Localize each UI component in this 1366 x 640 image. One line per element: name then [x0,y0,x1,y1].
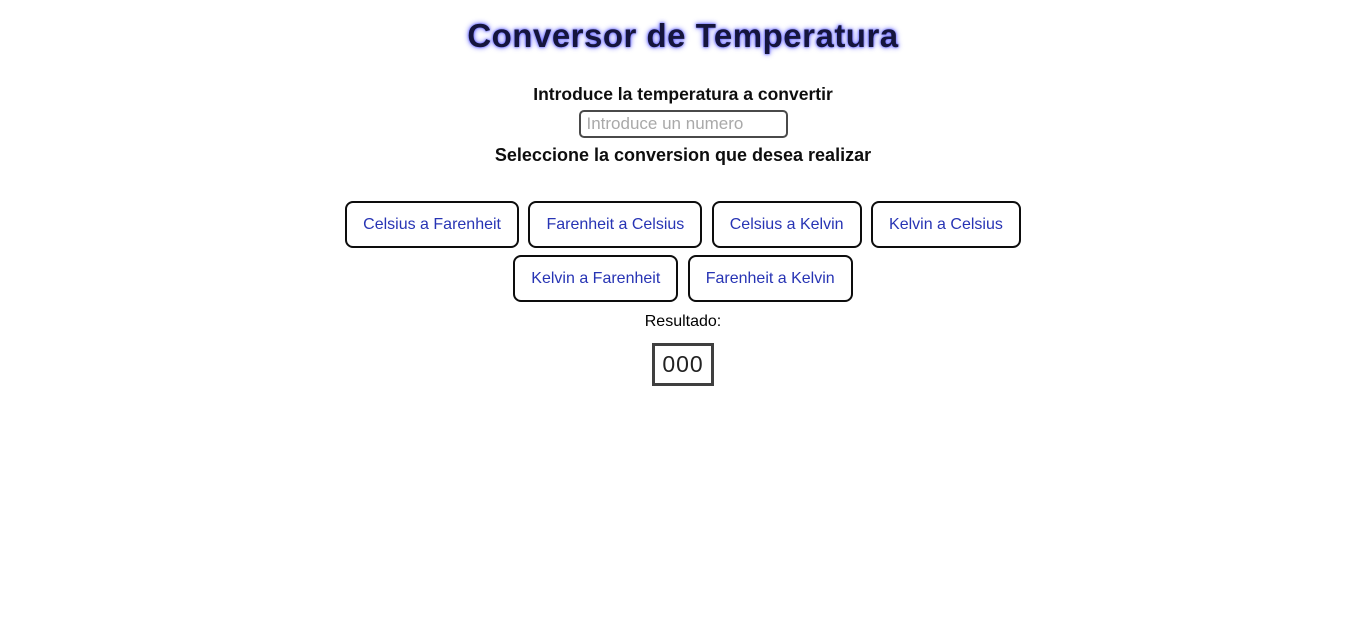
celsius-to-kelvin-button[interactable]: Celsius a Kelvin [711,201,862,248]
conversion-buttons-row-2: Kelvin a Farenheit Farenheit a Kelvin [0,255,1366,302]
page-title: Conversor de Temperatura [467,17,899,54]
result-box-wrap: 000 [0,331,1366,386]
kelvin-to-farenheit-button[interactable]: Kelvin a Farenheit [513,255,679,302]
selection-heading: Seleccione la conversion que desea reali… [494,145,872,165]
farenheit-to-kelvin-button[interactable]: Farenheit a Kelvin [687,255,853,302]
kelvin-to-celsius-button[interactable]: Kelvin a Celsius [871,201,1021,248]
input-heading: Introduce la temperatura a convertir [533,84,833,104]
celsius-to-farenheit-button[interactable]: Celsius a Farenheit [345,201,519,248]
result-label: Resultado: [644,313,722,330]
temperature-input[interactable] [578,110,788,138]
input-wrap [0,110,1366,138]
farenheit-to-celsius-button[interactable]: Farenheit a Celsius [528,201,703,248]
conversion-buttons-row-1: Celsius a Farenheit Farenheit a Celsius … [0,201,1366,248]
result-value: 000 [652,343,714,386]
